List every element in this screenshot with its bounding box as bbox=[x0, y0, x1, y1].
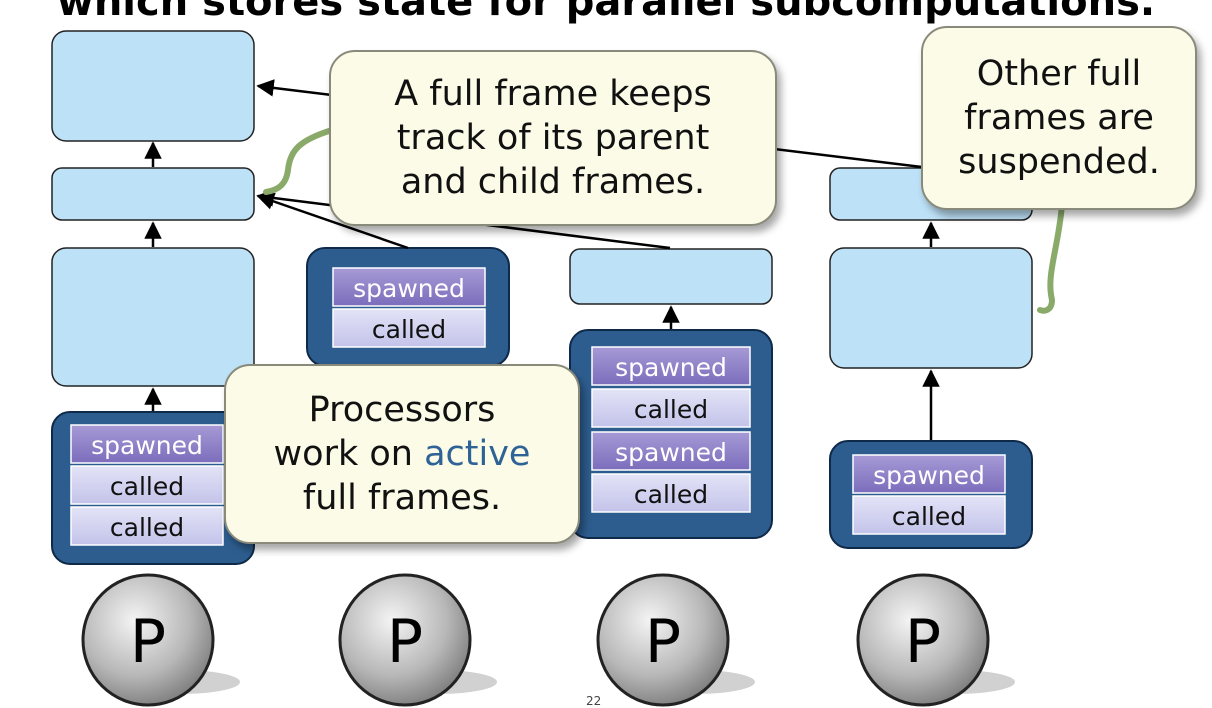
entry-col2-1: spawned bbox=[332, 267, 486, 307]
stack-col2 bbox=[306, 247, 510, 367]
frame-col1-mid bbox=[51, 167, 255, 221]
entry-label: spawned bbox=[873, 461, 985, 490]
processor-label: P bbox=[387, 607, 423, 677]
processor-4: P bbox=[856, 573, 1015, 707]
entry-col3-3: spawned bbox=[591, 431, 751, 471]
callout-suspended: Other full frames are suspended. bbox=[921, 26, 1197, 210]
callout-line: A full frame keeps bbox=[394, 74, 712, 114]
entry-col3-2: called bbox=[591, 388, 751, 428]
processor-label: P bbox=[905, 607, 941, 677]
callout-line: Processors bbox=[308, 390, 496, 430]
entry-label: spawned bbox=[91, 431, 203, 460]
active-highlight: active bbox=[424, 434, 531, 474]
processor-label: P bbox=[130, 607, 166, 677]
callout-full-frame: A full frame keeps track of its parent a… bbox=[329, 50, 777, 226]
callout-processors: Processors work on active full frames. bbox=[224, 364, 580, 544]
frame-col3 bbox=[569, 248, 773, 305]
entry-label: called bbox=[892, 502, 966, 531]
callout-text: work on bbox=[273, 434, 425, 474]
frame-col1-low bbox=[51, 247, 255, 387]
page-number: 22 bbox=[586, 694, 602, 708]
callout-line: suspended. bbox=[958, 142, 1160, 182]
entry-col1-3: called bbox=[70, 506, 224, 546]
processor-label: P bbox=[645, 607, 681, 677]
entry-label: spawned bbox=[615, 438, 727, 467]
entry-col1-2: called bbox=[70, 465, 224, 505]
frame-col4-low bbox=[829, 247, 1033, 369]
entry-label: called bbox=[110, 513, 184, 542]
processor-2: P bbox=[338, 573, 497, 707]
callout-line: Other full bbox=[976, 54, 1142, 94]
entry-col4-2: called bbox=[852, 495, 1006, 535]
entry-col4-1: spawned bbox=[852, 454, 1006, 494]
entry-label: spawned bbox=[615, 353, 727, 382]
entry-col3-4: called bbox=[591, 473, 751, 513]
processor-1: P bbox=[81, 573, 240, 707]
entry-col2-2: called bbox=[332, 308, 486, 348]
processor-3: P bbox=[596, 573, 755, 707]
frame-col1-top bbox=[51, 30, 255, 142]
callout-stem-full-frame bbox=[263, 127, 335, 195]
callout-stem-suspended bbox=[1037, 202, 1065, 314]
callout-line: full frames. bbox=[302, 478, 502, 518]
entry-label: called bbox=[634, 395, 708, 424]
callout-line: work on active bbox=[226, 432, 578, 476]
slide-title: which stores state for parallel subcompu… bbox=[56, 0, 1156, 25]
entry-label: spawned bbox=[353, 274, 465, 303]
entry-col3-1: spawned bbox=[591, 346, 751, 386]
entry-col1-1: spawned bbox=[70, 424, 224, 464]
entry-label: called bbox=[110, 472, 184, 501]
entry-label: called bbox=[372, 315, 446, 344]
callout-line: frames are bbox=[964, 98, 1154, 138]
entry-label: called bbox=[634, 480, 708, 509]
callout-line: track of its parent bbox=[396, 118, 710, 158]
arrow-col2-to-col1 bbox=[256, 192, 409, 250]
callout-line: and child frames. bbox=[400, 162, 706, 202]
